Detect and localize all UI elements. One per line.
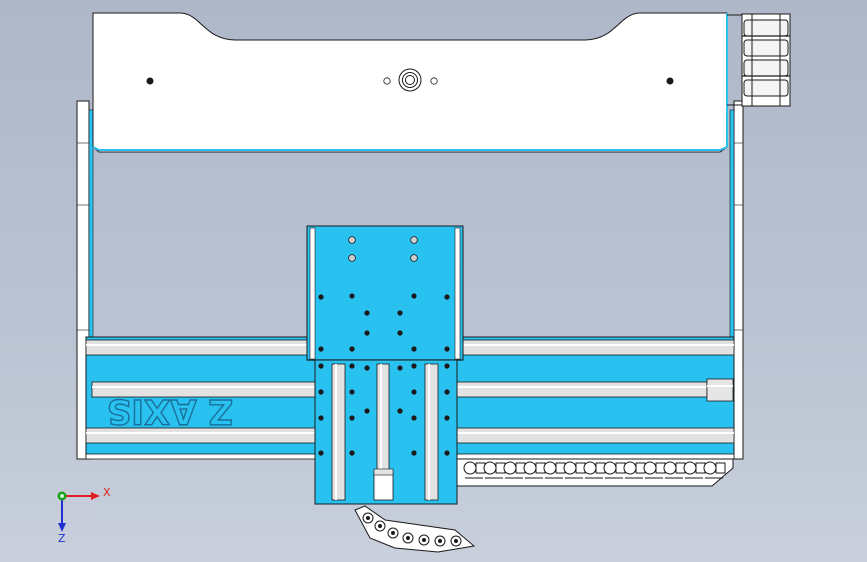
bolt-hole bbox=[318, 363, 324, 369]
bolt-hole bbox=[349, 415, 355, 421]
bolt-hole bbox=[411, 363, 417, 369]
chain-link-pin bbox=[523, 461, 537, 475]
bolt-hole bbox=[444, 389, 450, 395]
bolt-hole bbox=[444, 363, 450, 369]
bolt-hole bbox=[318, 294, 324, 300]
bent-chain-pin bbox=[438, 539, 442, 543]
chain-link-pin bbox=[583, 461, 597, 475]
bent-chain-pin bbox=[391, 531, 395, 535]
chain-link-pin bbox=[543, 461, 557, 475]
slot-hole bbox=[348, 236, 356, 244]
bolt-hole bbox=[444, 450, 450, 456]
chain-link-pin bbox=[643, 461, 657, 475]
engraved-label-group: Z AXIS bbox=[106, 390, 234, 431]
bolt-hole bbox=[397, 408, 403, 414]
center-boss-hole bbox=[398, 68, 422, 92]
bolt-hole bbox=[364, 330, 370, 336]
slide-block bbox=[314, 359, 458, 505]
bent-drag-chain bbox=[354, 505, 476, 553]
chain-link-pin bbox=[563, 461, 577, 475]
bolt-hole bbox=[411, 293, 417, 299]
pin-hole-left bbox=[383, 77, 391, 85]
z-arrow-head bbox=[58, 523, 66, 532]
bolt-hole bbox=[411, 389, 417, 395]
bolt-hole bbox=[444, 294, 450, 300]
chain-link-pin bbox=[603, 461, 617, 475]
bolt-hole bbox=[444, 346, 450, 352]
mount-hole-left bbox=[146, 77, 154, 85]
bolt-hole bbox=[318, 450, 324, 456]
engraved-axis-label: Z AXIS bbox=[107, 391, 233, 431]
right-side-plate bbox=[729, 100, 744, 460]
bolt-hole bbox=[318, 389, 324, 395]
bent-chain-pin bbox=[406, 536, 410, 540]
bolt-hole bbox=[444, 415, 450, 421]
chain-link-pin bbox=[623, 461, 637, 475]
bolt-hole bbox=[349, 450, 355, 456]
carriage-plate bbox=[306, 225, 464, 361]
bent-chain-pin bbox=[454, 539, 458, 543]
bolt-hole bbox=[364, 310, 370, 316]
carriage-holes bbox=[318, 236, 450, 456]
lower-drag-chain bbox=[456, 458, 734, 487]
chain-link-pin bbox=[683, 461, 697, 475]
bolt-hole bbox=[349, 293, 355, 299]
bolt-hole bbox=[318, 415, 324, 421]
chain-link-pin bbox=[463, 461, 477, 475]
bolt-hole bbox=[364, 408, 370, 414]
upper-drag-chain bbox=[741, 13, 791, 107]
bolt-hole bbox=[349, 363, 355, 369]
bent-chain-pin bbox=[378, 524, 382, 528]
slot-hole bbox=[410, 254, 418, 262]
slot-hole bbox=[348, 254, 356, 262]
triad-x-label: X bbox=[103, 486, 111, 499]
chain-link-pin bbox=[503, 461, 517, 475]
bent-chain-pin bbox=[366, 516, 370, 520]
bolt-hole bbox=[364, 365, 370, 371]
chain-link-slot bbox=[715, 462, 726, 474]
slot-hole bbox=[410, 236, 418, 244]
chain-link-pin bbox=[703, 461, 717, 475]
pin-hole-right bbox=[430, 77, 438, 85]
bolt-hole bbox=[318, 346, 324, 352]
x-arrow-head bbox=[91, 492, 100, 500]
bolt-hole bbox=[411, 415, 417, 421]
bolt-hole bbox=[411, 450, 417, 456]
bolt-hole bbox=[397, 310, 403, 316]
bolt-hole bbox=[411, 346, 417, 352]
chain-link-pin bbox=[483, 461, 497, 475]
bolt-hole bbox=[349, 346, 355, 352]
bolt-hole bbox=[397, 365, 403, 371]
bolt-hole bbox=[349, 389, 355, 395]
coordinate-triad bbox=[57, 491, 100, 532]
bolt-hole bbox=[397, 330, 403, 336]
bent-chain-pin bbox=[422, 538, 426, 542]
mount-hole-right bbox=[666, 77, 674, 85]
triad-z-label: Z bbox=[58, 532, 66, 545]
chain-link-pin bbox=[663, 461, 677, 475]
